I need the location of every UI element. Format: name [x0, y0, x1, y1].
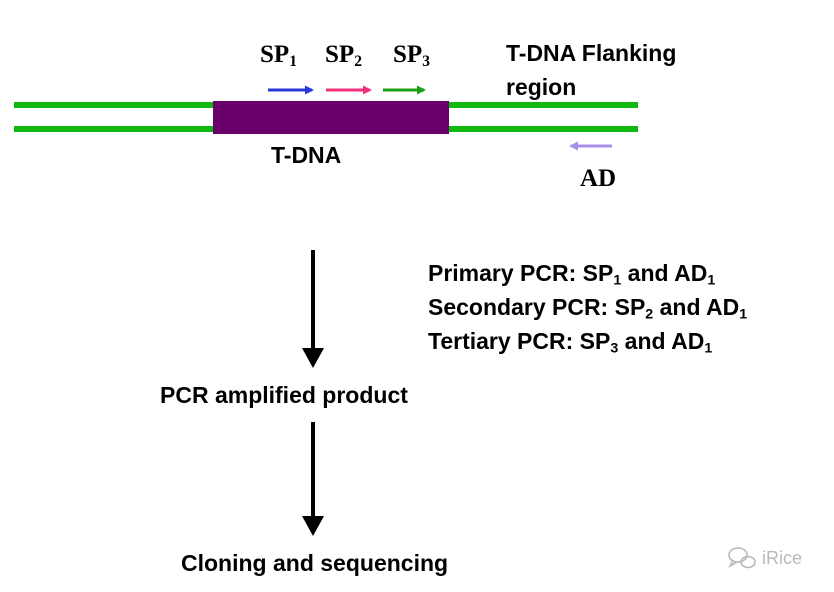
ad-primer-label: AD: [580, 165, 617, 192]
flow-arrow-to-product: [302, 250, 324, 368]
wechat-bubble-icon: [728, 547, 756, 569]
flanking-label-line2: region: [506, 74, 577, 100]
pcr-step-tertiary: Tertiary PCR: SP3 and AD1: [428, 328, 713, 357]
flanking-label-line1: T-DNA Flanking: [506, 40, 677, 66]
pcr-step-secondary: Secondary PCR: SP2 and AD1: [428, 294, 748, 323]
flow-arrow-to-cloning: [302, 422, 324, 536]
tdna-insert-block: [213, 101, 449, 134]
flanking-region-label: T-DNA Flanking region: [506, 36, 676, 104]
tdna-label: T-DNA: [271, 142, 342, 168]
sp2-primer-label: SP2: [325, 41, 362, 70]
watermark-text: iRice: [762, 548, 803, 568]
pcr-step-primary: Primary PCR: SP1 and AD1: [428, 260, 716, 289]
pcr-product-label: PCR amplified product: [160, 382, 408, 408]
sp1-primer-label: SP1: [260, 41, 297, 70]
sp3-primer-label: SP3: [393, 41, 430, 70]
cloning-sequencing-label: Cloning and sequencing: [181, 550, 449, 576]
